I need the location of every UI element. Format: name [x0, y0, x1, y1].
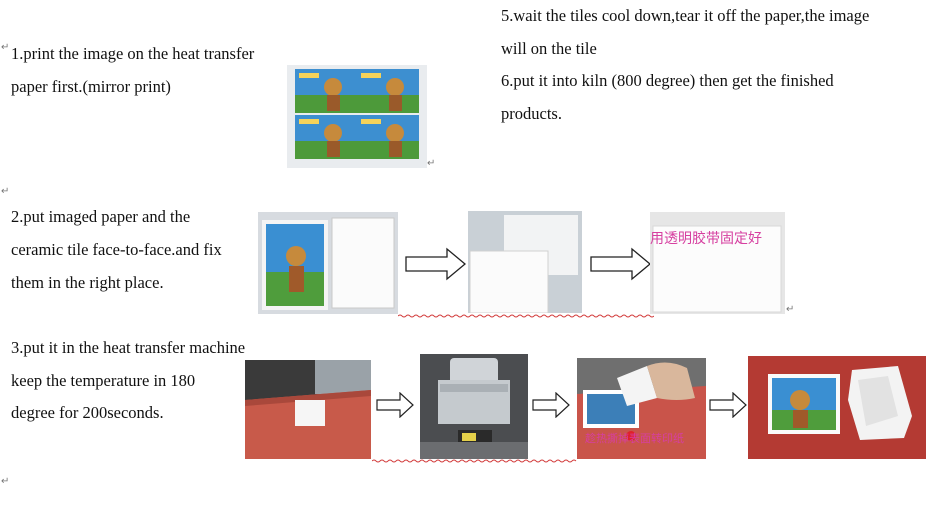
- spellcheck-underline: [372, 459, 577, 463]
- step-5-text-line1: 5.wait the tiles cool down,tear it off t…: [501, 6, 870, 25]
- step-6-text-line1: 6.put it into kiln (800 degree) then get…: [501, 71, 834, 90]
- step-3-text-line2: keep the temperature in 180: [11, 371, 196, 390]
- right-arrow-icon: [405, 247, 467, 281]
- step-2-text-line3: them in the right place.: [11, 273, 164, 292]
- paragraph-mark: ↵: [786, 304, 795, 315]
- paragraph-mark: ↵: [1, 42, 10, 53]
- paper-and-tile-photo: [258, 212, 398, 314]
- step-3-text-line3: degree for 200seconds.: [11, 403, 164, 422]
- step-2-text-line1: 2.put imaged paper and the: [11, 207, 191, 226]
- right-arrow-icon: [376, 392, 414, 418]
- peel-instruction-note: 趁热撕掉表面转印纸: [585, 432, 684, 445]
- tile-on-paper-photo: [468, 211, 582, 313]
- finished-tile-photo: [748, 356, 926, 459]
- peeling-paper-photo: 趁热撕掉表面转印纸: [577, 358, 706, 459]
- step-5-text-line2: will on the tile: [501, 39, 597, 58]
- step-6-text-line2: products.: [501, 104, 562, 123]
- tape-instruction-note: 用透明胶带固定好: [650, 231, 762, 247]
- right-arrow-icon: [590, 247, 652, 281]
- taped-paper-photo: 用透明胶带固定好: [650, 212, 785, 314]
- step-3-text-line1: 3.put it in the heat transfer machine: [11, 338, 246, 357]
- printed-transfer-paper-photo: [287, 65, 427, 168]
- right-arrow-icon: [532, 392, 570, 418]
- step-1-text-line1: 1.print the image on the heat transfer: [11, 44, 255, 63]
- step-1-text-line2: paper first.(mirror print): [11, 77, 171, 96]
- paragraph-mark: ↵: [1, 476, 10, 487]
- right-arrow-icon: [709, 392, 747, 418]
- spellcheck-underline: [398, 314, 654, 318]
- paragraph-mark: ↵: [1, 186, 10, 197]
- heat-press-machine-photo: [420, 354, 528, 459]
- step-2-text-line2: ceramic tile face-to-face.and fix: [11, 240, 222, 259]
- heat-plate-photo: [245, 360, 371, 459]
- paragraph-mark: ↵: [427, 158, 436, 169]
